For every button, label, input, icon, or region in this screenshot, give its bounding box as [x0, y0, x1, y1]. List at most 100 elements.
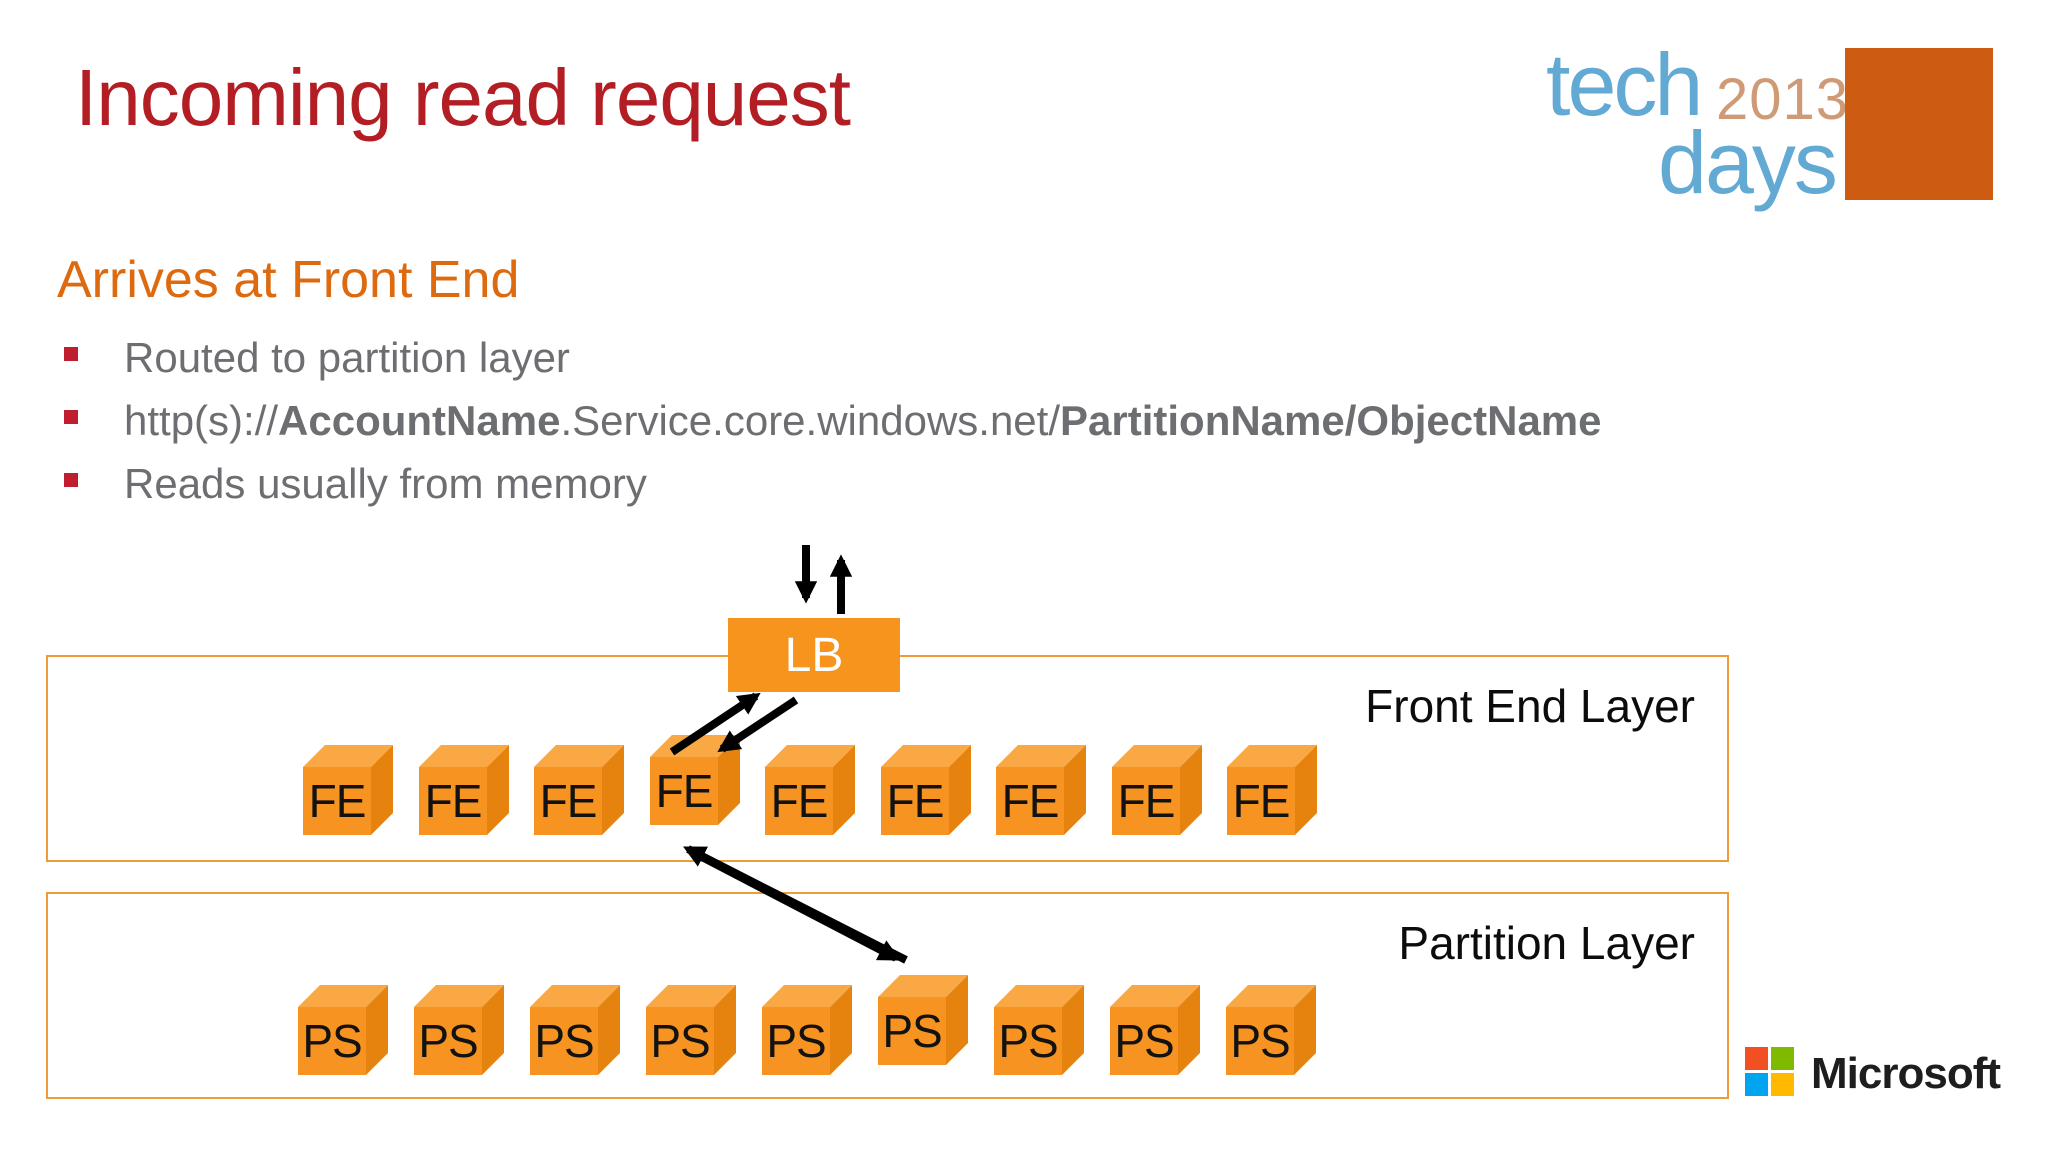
- microsoft-squares-icon: [1745, 1047, 1794, 1096]
- cube-face: [833, 745, 855, 835]
- cube-face-front: PS: [530, 1007, 598, 1075]
- cube-label: PS: [534, 1015, 594, 1067]
- cube-face: [1178, 985, 1200, 1075]
- cube-label: PS: [418, 1015, 478, 1067]
- microsoft-wordmark: Microsoft: [1811, 1049, 2001, 1098]
- cube-face: [830, 985, 852, 1075]
- url-account-name: AccountName: [278, 397, 561, 444]
- front-end-cube: FE: [534, 745, 624, 835]
- cube-face-front: FE: [650, 757, 718, 825]
- cube-face-front: PS: [762, 1007, 830, 1075]
- cube-face-front: PS: [298, 1007, 366, 1075]
- cube-face: [1227, 745, 1317, 767]
- cube-face-front: FE: [419, 767, 487, 835]
- cube-face: [646, 985, 736, 1007]
- cube-face: [534, 745, 624, 767]
- cube-face-front: PS: [1110, 1007, 1178, 1075]
- cube-face: [414, 985, 504, 1007]
- cube-face: [946, 975, 968, 1065]
- cube-face: [482, 985, 504, 1075]
- partition-server-cube: PS: [646, 985, 736, 1075]
- techdays-year-text: 2013: [1716, 67, 1850, 132]
- partition-server-cube: PS: [414, 985, 504, 1075]
- ms-square-blue: [1745, 1073, 1768, 1096]
- techdays-orange-square: [1845, 48, 1993, 200]
- techdays-days-text: days: [1658, 113, 1838, 212]
- cube-face: [602, 745, 624, 835]
- cube-label: PS: [302, 1015, 362, 1067]
- section-heading: Arrives at Front End: [57, 251, 520, 309]
- cube-face: [1112, 745, 1202, 767]
- techdays-tech-text: tech: [1546, 35, 1703, 134]
- cube-face: [1110, 985, 1200, 1007]
- bullet-text: Routed to partition layer: [124, 334, 570, 381]
- cube-face-front: FE: [996, 767, 1064, 835]
- cube-face-front: PS: [414, 1007, 482, 1075]
- cube-label: FE: [655, 765, 714, 817]
- url-text: http(s)://AccountName.Service.core.windo…: [124, 397, 1602, 444]
- cube-label: PS: [998, 1015, 1058, 1067]
- cube-face-front: FE: [765, 767, 833, 835]
- cube-face: [487, 745, 509, 835]
- cube-face: [419, 745, 509, 767]
- cube-face: [371, 745, 393, 835]
- cube-face: [949, 745, 971, 835]
- bullet-item: http(s)://AccountName.Service.core.windo…: [62, 397, 1962, 460]
- bullet-marker: [64, 347, 78, 361]
- cube-label: FE: [424, 775, 483, 827]
- cube-face-front: FE: [303, 767, 371, 835]
- cube-face-front: PS: [1226, 1007, 1294, 1075]
- front-end-cube: FE: [765, 745, 855, 835]
- bullet-marker: [64, 473, 78, 487]
- cube-face: [762, 985, 852, 1007]
- front-end-cube: FE: [1227, 745, 1317, 835]
- partition-server-cube: PS: [878, 975, 968, 1065]
- cube-label: FE: [1232, 775, 1291, 827]
- partition-server-cube: PS: [530, 985, 620, 1075]
- cube-face: [714, 985, 736, 1075]
- partition-server-cube: PS: [1226, 985, 1316, 1075]
- cube-face: [994, 985, 1084, 1007]
- cube-face-front: FE: [1112, 767, 1180, 835]
- partition-server-cube: PS: [1110, 985, 1200, 1075]
- cube-face: [1064, 745, 1086, 835]
- cube-face: [366, 985, 388, 1075]
- cube-face-front: FE: [881, 767, 949, 835]
- cube-label: FE: [1001, 775, 1060, 827]
- front-end-cube: FE: [650, 735, 740, 825]
- ms-square-red: [1745, 1047, 1768, 1070]
- cube-face: [878, 975, 968, 997]
- cube-face: [1062, 985, 1084, 1075]
- cube-label: FE: [308, 775, 367, 827]
- cube-face: [881, 745, 971, 767]
- front-end-cube: FE: [1112, 745, 1202, 835]
- cube-label: FE: [770, 775, 829, 827]
- front-end-layer-label: Front End Layer: [1365, 680, 1695, 732]
- ms-square-yellow: [1771, 1073, 1794, 1096]
- cube-face: [298, 985, 388, 1007]
- partition-layer-label: Partition Layer: [1398, 917, 1695, 969]
- cube-face-front: PS: [994, 1007, 1062, 1075]
- cube-face: [718, 735, 740, 825]
- techdays-logo: tech 2013 days: [1540, 30, 2010, 215]
- cube-face: [303, 745, 393, 767]
- cube-label: FE: [886, 775, 945, 827]
- cube-label: PS: [882, 1005, 942, 1057]
- cube-label: FE: [1117, 775, 1176, 827]
- front-end-cube: FE: [419, 745, 509, 835]
- bullet-list: Routed to partition layer http(s)://Acco…: [62, 334, 1962, 523]
- cube-face-front: FE: [534, 767, 602, 835]
- bullet-text: Reads usually from memory: [124, 460, 647, 507]
- front-end-cube: FE: [881, 745, 971, 835]
- cube-face: [996, 745, 1086, 767]
- ms-square-green: [1771, 1047, 1794, 1070]
- url-prefix: http(s)://: [124, 397, 279, 444]
- cube-label: PS: [766, 1015, 826, 1067]
- bullet-item: Routed to partition layer: [62, 334, 1962, 397]
- cube-face: [1295, 745, 1317, 835]
- cube-label: PS: [650, 1015, 710, 1067]
- partition-server-cube: PS: [994, 985, 1084, 1075]
- url-partition-object: PartitionName/ObjectName: [1060, 397, 1602, 444]
- cube-face-front: PS: [646, 1007, 714, 1075]
